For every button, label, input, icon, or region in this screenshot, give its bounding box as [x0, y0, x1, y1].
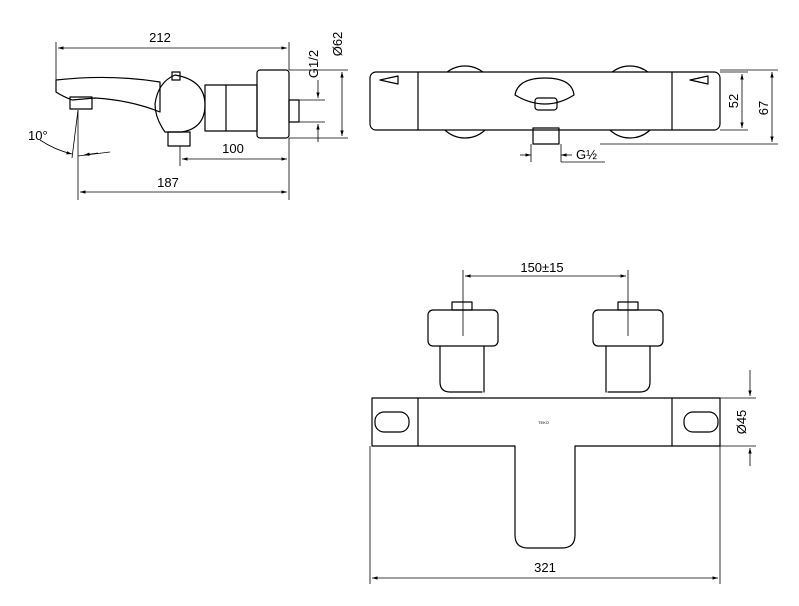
dim-100: 100	[222, 141, 244, 156]
top-outlet	[532, 127, 560, 145]
dim-g12: G1/2	[306, 50, 321, 78]
front-view: TEKO 150±15 Ø45 321	[369, 260, 756, 584]
top-body	[369, 71, 721, 131]
dim-angle: 10°	[28, 128, 48, 143]
handle-left	[374, 411, 410, 433]
top-view: G½ 52 67	[369, 65, 778, 163]
bottom-outlet	[167, 131, 191, 147]
spout-outlet	[69, 96, 93, 110]
dim-diameter-45: Ø45	[734, 410, 749, 435]
handle-dome	[154, 74, 206, 133]
handle-right	[683, 411, 719, 433]
dim-321: 321	[534, 560, 556, 575]
dim-212: 212	[149, 30, 171, 45]
side-view: 212 100 187 10° G1/2 Ø62	[28, 30, 348, 200]
top-handle	[514, 77, 575, 105]
front-body	[371, 397, 721, 549]
dim-150: 150±15	[520, 260, 563, 275]
dim-187: 187	[157, 175, 179, 190]
dim-67: 67	[756, 101, 771, 115]
wall-connector	[288, 99, 300, 123]
handle-tip	[171, 71, 181, 81]
wall-ring	[256, 69, 290, 139]
spout	[55, 76, 161, 113]
dim-52: 52	[726, 94, 741, 108]
dim-g-half: G½	[576, 147, 597, 162]
brand-mark: TEKO	[538, 420, 549, 425]
body	[204, 84, 258, 132]
dim-diameter-62: Ø62	[330, 32, 345, 57]
